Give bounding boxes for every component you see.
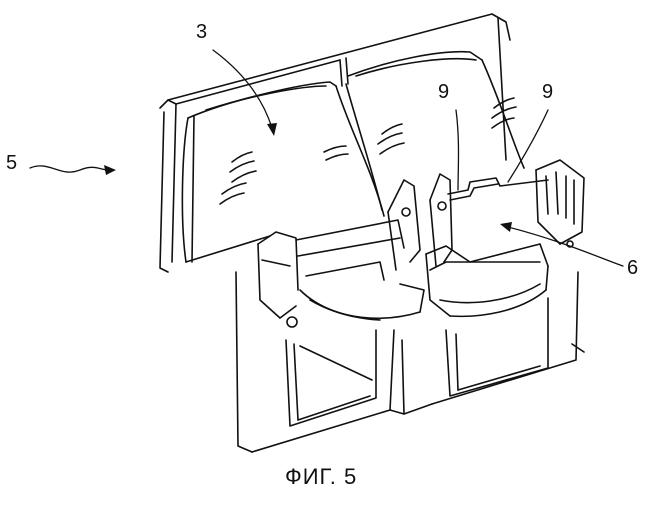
figure-caption: ФИГ. 5 — [285, 466, 357, 488]
label-coil-right: 6 — [627, 258, 638, 278]
back-plate — [160, 14, 510, 272]
left-bracket — [258, 220, 424, 327]
label-coil-left: 3 — [196, 22, 207, 42]
label-terminal-b: 9 — [542, 82, 553, 102]
label-terminal-a: 9 — [438, 82, 449, 102]
leader-6 — [504, 226, 623, 266]
connector-block — [536, 160, 584, 247]
leader-9b — [508, 110, 548, 182]
leader-9a — [456, 110, 459, 190]
leader-3 — [213, 50, 272, 128]
leader-5 — [30, 166, 108, 172]
right-bracket — [426, 244, 548, 316]
terminal-plates — [388, 174, 548, 270]
label-assembly: 5 — [6, 153, 17, 173]
